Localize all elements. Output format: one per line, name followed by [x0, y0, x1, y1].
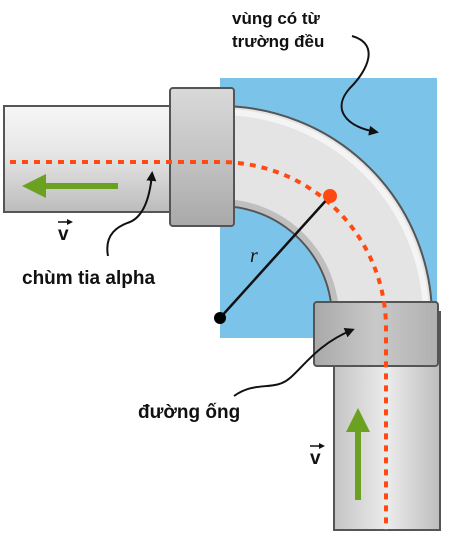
- radius-line: [219, 195, 331, 319]
- curved-pipe: [219, 104, 434, 319]
- alpha-particle: [323, 189, 337, 203]
- field-region-pointer: [340, 35, 379, 136]
- radius-label: r: [250, 245, 258, 267]
- pipe-label: đường ống: [138, 402, 240, 423]
- velocity-label-bottom: v: [310, 443, 325, 469]
- alpha-beam-path: [10, 160, 388, 530]
- field-region-label-line1: vùng có từ: [232, 9, 321, 28]
- center-point: [214, 312, 226, 324]
- svg-text:v: v: [310, 448, 321, 469]
- bottom-pipe-collar: [313, 301, 439, 367]
- velocity-label-left: v: [58, 219, 73, 245]
- velocity-arrow-left: [22, 174, 118, 198]
- pipe-pointer: [233, 328, 355, 397]
- beam-pointer: [106, 171, 157, 257]
- alpha-beam-label: chùm tia alpha: [22, 268, 155, 289]
- svg-text:v: v: [58, 224, 69, 245]
- field-region-label-line2: trường đều: [232, 32, 324, 51]
- velocity-arrow-bottom: [346, 408, 370, 500]
- left-pipe-collar: [169, 87, 235, 227]
